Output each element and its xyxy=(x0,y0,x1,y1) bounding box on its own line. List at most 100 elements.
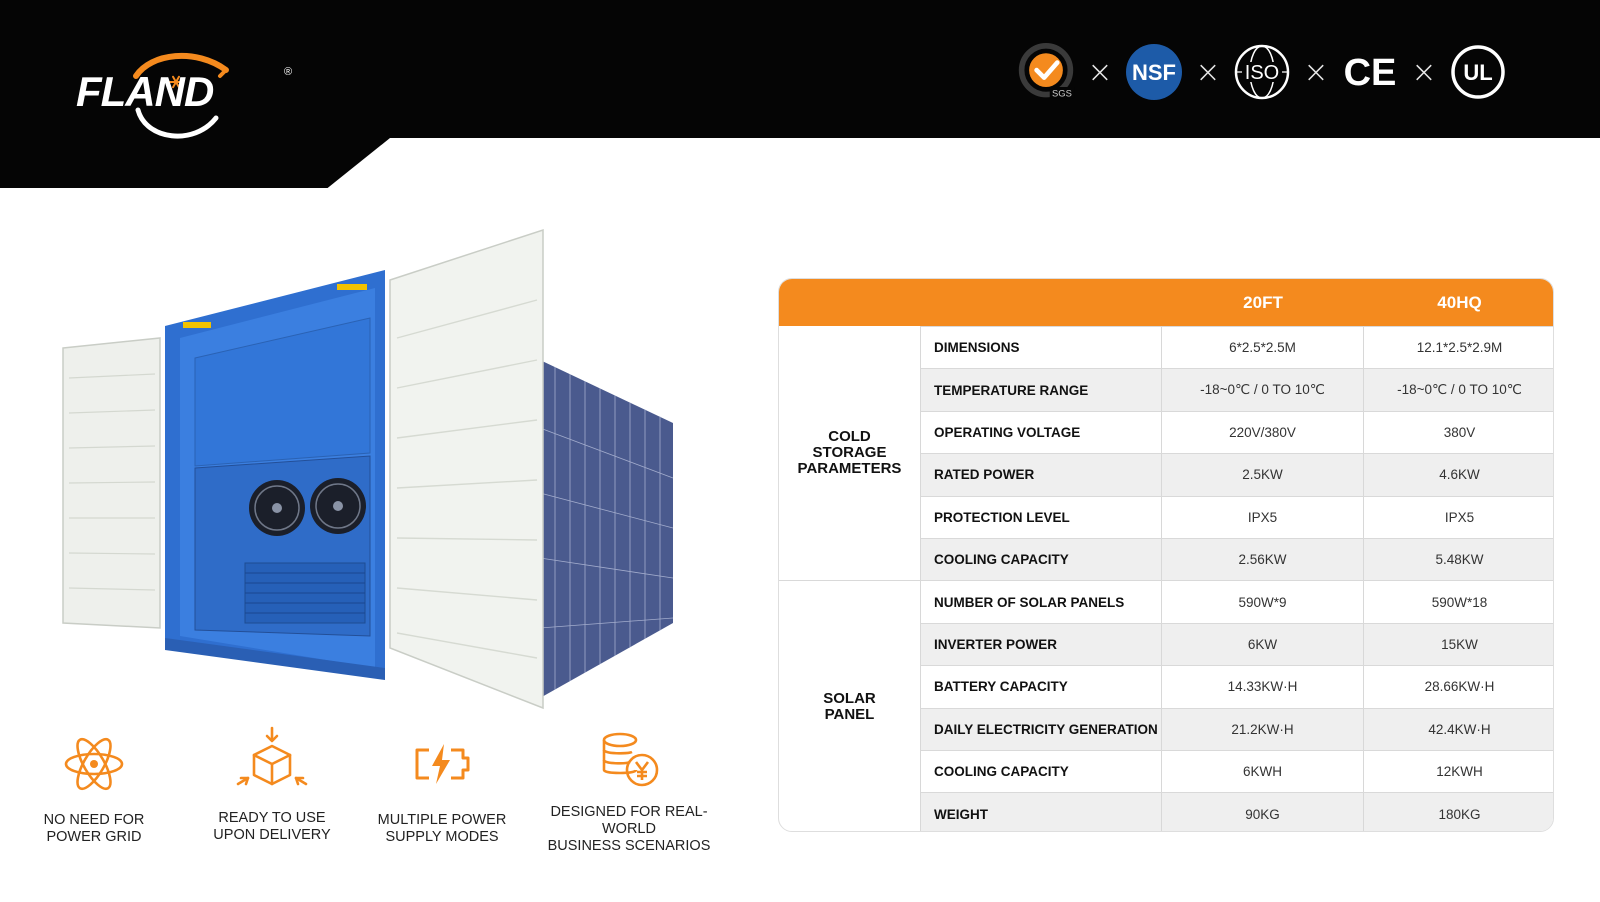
feature-label-line1: DESIGNED FOR REAL-WORLD xyxy=(550,804,708,837)
value-20ft: 2.56KW xyxy=(1162,539,1364,581)
param-name: RATED POWER xyxy=(921,454,1162,496)
value-20ft: 90KG xyxy=(1162,793,1364,831)
table-row: OPERATING VOLTAGE 220V/380V 380V xyxy=(921,410,1553,454)
atom-icon xyxy=(64,737,124,791)
separator-x: × xyxy=(1195,54,1221,90)
value-20ft: IPX5 xyxy=(1162,496,1364,538)
table-row: DIMENSIONS 6*2.5*2.5M 12.1*2.5*2.9M xyxy=(921,326,1553,369)
value-40hq: 15KW xyxy=(1441,636,1478,652)
table-row: BATTERY CAPACITY 14.33KW·H 28.66KW·H xyxy=(921,665,1553,708)
param-name: COOLING CAPACITY xyxy=(921,751,1162,793)
param-name: PROTECTION LEVEL xyxy=(921,496,1162,538)
feature-label-line2: SUPPLY MODES xyxy=(385,829,499,845)
solar-panel-array xyxy=(539,360,674,698)
value-20ft: 220V/380V xyxy=(1162,411,1364,454)
param-name: DIMENSIONS xyxy=(921,327,1162,369)
value-40hq: 12KWH xyxy=(1436,764,1483,780)
value-20ft: 2.5KW xyxy=(1162,454,1364,496)
table-row: TEMPERATURE RANGE -18~0℃ / 0 TO 10℃ -18~… xyxy=(921,368,1553,411)
column-header-40hq: 40HQ xyxy=(1437,293,1482,312)
logo-arc-icon xyxy=(133,52,229,139)
table-row: NUMBER OF SOLAR PANELS 590W*9 590W*18 xyxy=(921,580,1553,623)
feature-label-line1: NO NEED FOR xyxy=(43,812,145,828)
value-40hq: 590W*18 xyxy=(1431,594,1488,610)
feature-label-line2: UPON DELIVERY xyxy=(213,827,331,843)
iso-globe-badge-icon: ISO xyxy=(1232,42,1292,102)
param-name: OPERATING VOLTAGE xyxy=(921,411,1162,454)
box-delivery-icon xyxy=(236,726,308,786)
table-row: PROTECTION LEVEL IPX5 IPX5 xyxy=(921,495,1553,538)
param-name: WEIGHT xyxy=(921,793,1162,831)
param-name: COOLING CAPACITY xyxy=(921,539,1162,581)
header-notch xyxy=(0,138,390,188)
sgs-text: SGS xyxy=(1052,88,1072,98)
group-label-line: PARAMETERS xyxy=(797,460,902,477)
separator-x: × xyxy=(1087,54,1113,90)
value-40hq: 12.1*2.5*2.9M xyxy=(1416,340,1503,356)
condenser-fan-right xyxy=(310,478,366,534)
param-name: BATTERY CAPACITY xyxy=(921,666,1162,708)
table-row: INVERTER POWER 6KW 15KW xyxy=(921,622,1553,666)
iso9001-sgs-badge-icon: SGS xyxy=(1016,42,1076,102)
group-divider xyxy=(779,580,921,581)
brand-name: FLAND xyxy=(76,68,214,115)
table-row: DAILY ELECTRICITY GENERATION 21.2KW·H 42… xyxy=(921,707,1553,750)
table-header-row: 20FT 40HQ xyxy=(779,279,1553,326)
group-label-line: STORAGE xyxy=(812,444,887,461)
table-row: COOLING CAPACITY 6KWH 12KWH xyxy=(921,750,1553,793)
param-name: TEMPERATURE RANGE xyxy=(921,369,1162,411)
table-row: RATED POWER 2.5KW 4.6KW xyxy=(921,453,1553,496)
ul-mark-icon: UL xyxy=(1448,42,1508,102)
nsf-text: NSF xyxy=(1132,60,1176,85)
feature-label-line2: BUSINESS SCENARIOS xyxy=(547,838,711,854)
separator-x: × xyxy=(1303,54,1329,90)
value-40hq: 28.66KW·H xyxy=(1424,679,1495,695)
param-name: DAILY ELECTRICITY GENERATION xyxy=(921,708,1162,750)
value-40hq: 4.6KW xyxy=(1439,467,1480,483)
value-20ft: 6KW xyxy=(1162,623,1364,666)
feature-label-line2: POWER GRID xyxy=(46,829,142,845)
battery-charge-icon xyxy=(415,744,470,784)
group-cold-storage-parameters: COLD STORAGE PARAMETERS xyxy=(779,326,921,580)
nsf-badge-icon: NSF xyxy=(1124,42,1184,102)
value-20ft: 21.2KW·H xyxy=(1162,708,1364,750)
ul-text: UL xyxy=(1463,60,1492,85)
param-name: NUMBER OF SOLAR PANELS xyxy=(921,581,1162,623)
ce-text: CE xyxy=(1344,52,1397,94)
param-name: INVERTER POWER xyxy=(921,623,1162,666)
value-40hq: 180KG xyxy=(1438,806,1481,822)
value-40hq: -18~0℃ / 0 TO 10℃ xyxy=(1397,382,1522,398)
value-40hq: 42.4KW·H xyxy=(1428,721,1491,737)
iso-text: ISO xyxy=(1245,62,1279,84)
value-20ft: 590W*9 xyxy=(1162,581,1364,623)
value-40hq: 5.48KW xyxy=(1435,552,1484,568)
condenser-fan-left xyxy=(249,480,305,536)
value-20ft: 6KWH xyxy=(1162,751,1364,793)
value-40hq: 380V xyxy=(1443,424,1476,440)
value-20ft: 14.33KW·H xyxy=(1162,666,1364,708)
coins-yen-icon xyxy=(602,732,659,787)
feature-label-line1: READY TO USE xyxy=(218,810,326,826)
feature-label-line1: MULTIPLE POWER xyxy=(377,812,507,828)
certification-row: SGS × NSF × ISO × CE × UL xyxy=(1016,42,1508,102)
value-40hq: IPX5 xyxy=(1444,509,1475,525)
separator-x: × xyxy=(1411,54,1437,90)
cold-storage-container-image xyxy=(62,228,674,710)
column-header-20ft: 20FT xyxy=(1243,293,1283,312)
ce-mark-icon: CE xyxy=(1340,42,1400,102)
table-row: WEIGHT 90KG 180KG xyxy=(921,792,1553,831)
registered-mark: ® xyxy=(284,66,293,78)
group-label-line: COLD xyxy=(828,428,871,445)
brand-logo[interactable]: FLAND ® xyxy=(76,48,306,148)
value-20ft: 6*2.5*2.5M xyxy=(1162,327,1364,369)
group-label-line: SOLAR xyxy=(823,689,876,707)
value-20ft: -18~0℃ / 0 TO 10℃ xyxy=(1162,369,1364,411)
specification-table: 20FT 40HQ COLD STORAGE PARAMETERS SOLAR … xyxy=(778,278,1554,832)
header-bar xyxy=(0,0,1600,138)
group-solar-panel: SOLAR PANEL xyxy=(779,580,921,831)
group-label-line: PANEL xyxy=(824,705,875,723)
